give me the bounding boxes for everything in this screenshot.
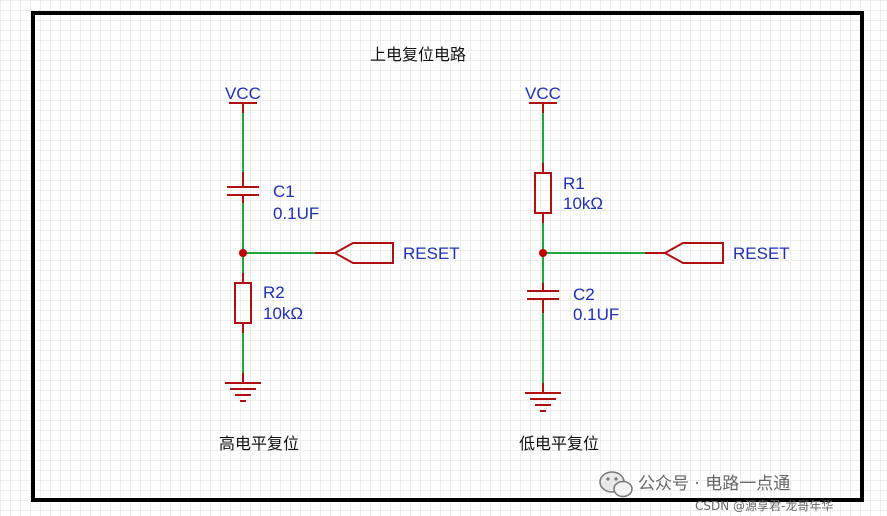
left-res-value: 10kΩ (263, 304, 303, 323)
left-junction-dot (239, 249, 247, 257)
left-res-ref: R2 (263, 283, 285, 302)
right-ground-symbol (525, 383, 561, 412)
sheet-border (31, 11, 864, 502)
right-res-value: 10kΩ (563, 194, 603, 213)
left-circuit: VCC C1 0.1UF RESET R2 10kΩ (219, 84, 460, 453)
right-capacitor (527, 283, 559, 313)
right-cap-ref: C2 (573, 285, 595, 304)
right-junction-dot (539, 249, 547, 257)
right-circuit: VCC R1 10kΩ RESET C2 0.1UF (519, 84, 790, 453)
right-caption: 低电平复位 (519, 434, 599, 453)
left-caption: 高电平复位 (219, 434, 299, 453)
watermark-account: 公众号 · 电路一点通 (638, 474, 790, 494)
right-reset-label: RESET (733, 244, 790, 263)
left-capacitor (227, 172, 259, 203)
wechat-icon (599, 471, 633, 498)
right-cap-value: 0.1UF (573, 305, 619, 324)
left-reset-label: RESET (403, 244, 460, 263)
left-ground-symbol (225, 373, 261, 402)
left-cap-ref: C1 (273, 182, 295, 201)
right-res-ref: R1 (563, 174, 585, 193)
left-resistor (234, 273, 252, 333)
diagram-title: 上电复位电路 (370, 45, 466, 64)
watermark-csdn: CSDN @源享君-龙哥年华 (695, 498, 833, 513)
right-reset-port (645, 242, 724, 264)
left-vcc-symbol (229, 102, 257, 113)
left-vcc-label: VCC (225, 84, 261, 103)
left-cap-value: 0.1UF (273, 204, 319, 223)
right-vcc-label: VCC (525, 84, 561, 103)
right-resistor (534, 163, 552, 223)
right-vcc-symbol (529, 102, 557, 113)
left-reset-port (315, 242, 394, 264)
watermark: 公众号 · 电路一点通 CSDN @源享君-龙哥年华 (599, 471, 833, 513)
